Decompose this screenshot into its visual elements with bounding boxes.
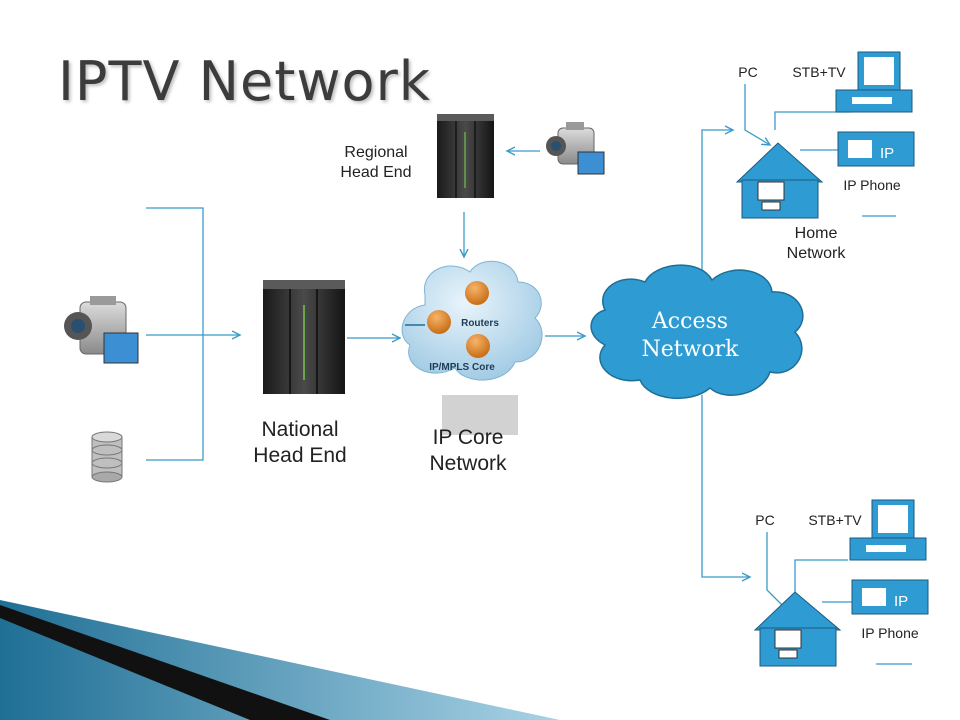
home-bottom-ip-phone-icon: IP	[851, 579, 929, 615]
router-icon	[465, 281, 489, 305]
home-top-ip-tag: IP	[880, 145, 894, 162]
regional-head-end-server-icon	[437, 114, 494, 198]
database-storage-icon	[91, 431, 123, 483]
home-bottom-stb-tv-label: STB+TV	[808, 512, 862, 528]
home-bottom-stb-line	[794, 559, 848, 592]
home-bottom-house-icon	[753, 591, 842, 667]
access-network-cloud-icon	[590, 264, 804, 400]
home-bottom-pc-pointer	[766, 532, 787, 610]
home-bottom-ip-tag: IP	[894, 593, 908, 610]
home-top-pc-pointer	[744, 84, 770, 145]
ip-core-cloud-icon	[401, 260, 543, 435]
home-bottom-tv-icon	[849, 499, 927, 561]
slide-band-blue	[0, 600, 560, 720]
source-bracket-line	[146, 207, 204, 461]
home-network-label: Home Network	[786, 225, 846, 262]
access-network-label: Access Network	[641, 309, 739, 362]
router-icon	[427, 310, 451, 334]
slide-title: IPTV Network	[58, 50, 432, 113]
home-top-ip-phone-label: IP Phone	[843, 177, 901, 193]
home-bottom-pc-label: PC	[755, 512, 775, 528]
home-top-pc-label: PC	[738, 64, 758, 80]
source-video-camera-icon	[64, 296, 139, 364]
home-top-tv-icon	[835, 51, 913, 113]
home-top-stb-line	[774, 111, 852, 130]
routers-label: Routers	[461, 318, 499, 329]
home-top-house-icon	[735, 142, 824, 219]
slide-band-black	[0, 605, 330, 720]
access-to-home-bottom-arrow	[701, 395, 750, 577]
access-to-home-top-arrow	[701, 130, 733, 275]
regional-video-camera-icon	[546, 122, 605, 175]
ip-core-network-label: IP Core Network	[429, 426, 507, 476]
home-bottom-ip-phone-label: IP Phone	[861, 625, 919, 641]
national-head-end-server-icon	[263, 280, 345, 394]
national-head-end-label: National Head End	[253, 418, 347, 468]
home-top-stb-tv-label: STB+TV	[792, 64, 846, 80]
router-icon	[466, 334, 490, 358]
home-top-ip-phone-icon: IP	[837, 131, 915, 167]
ip-mpls-core-label: IP/MPLS Core	[429, 362, 495, 373]
regional-head-end-label: Regional Head End	[340, 144, 412, 181]
